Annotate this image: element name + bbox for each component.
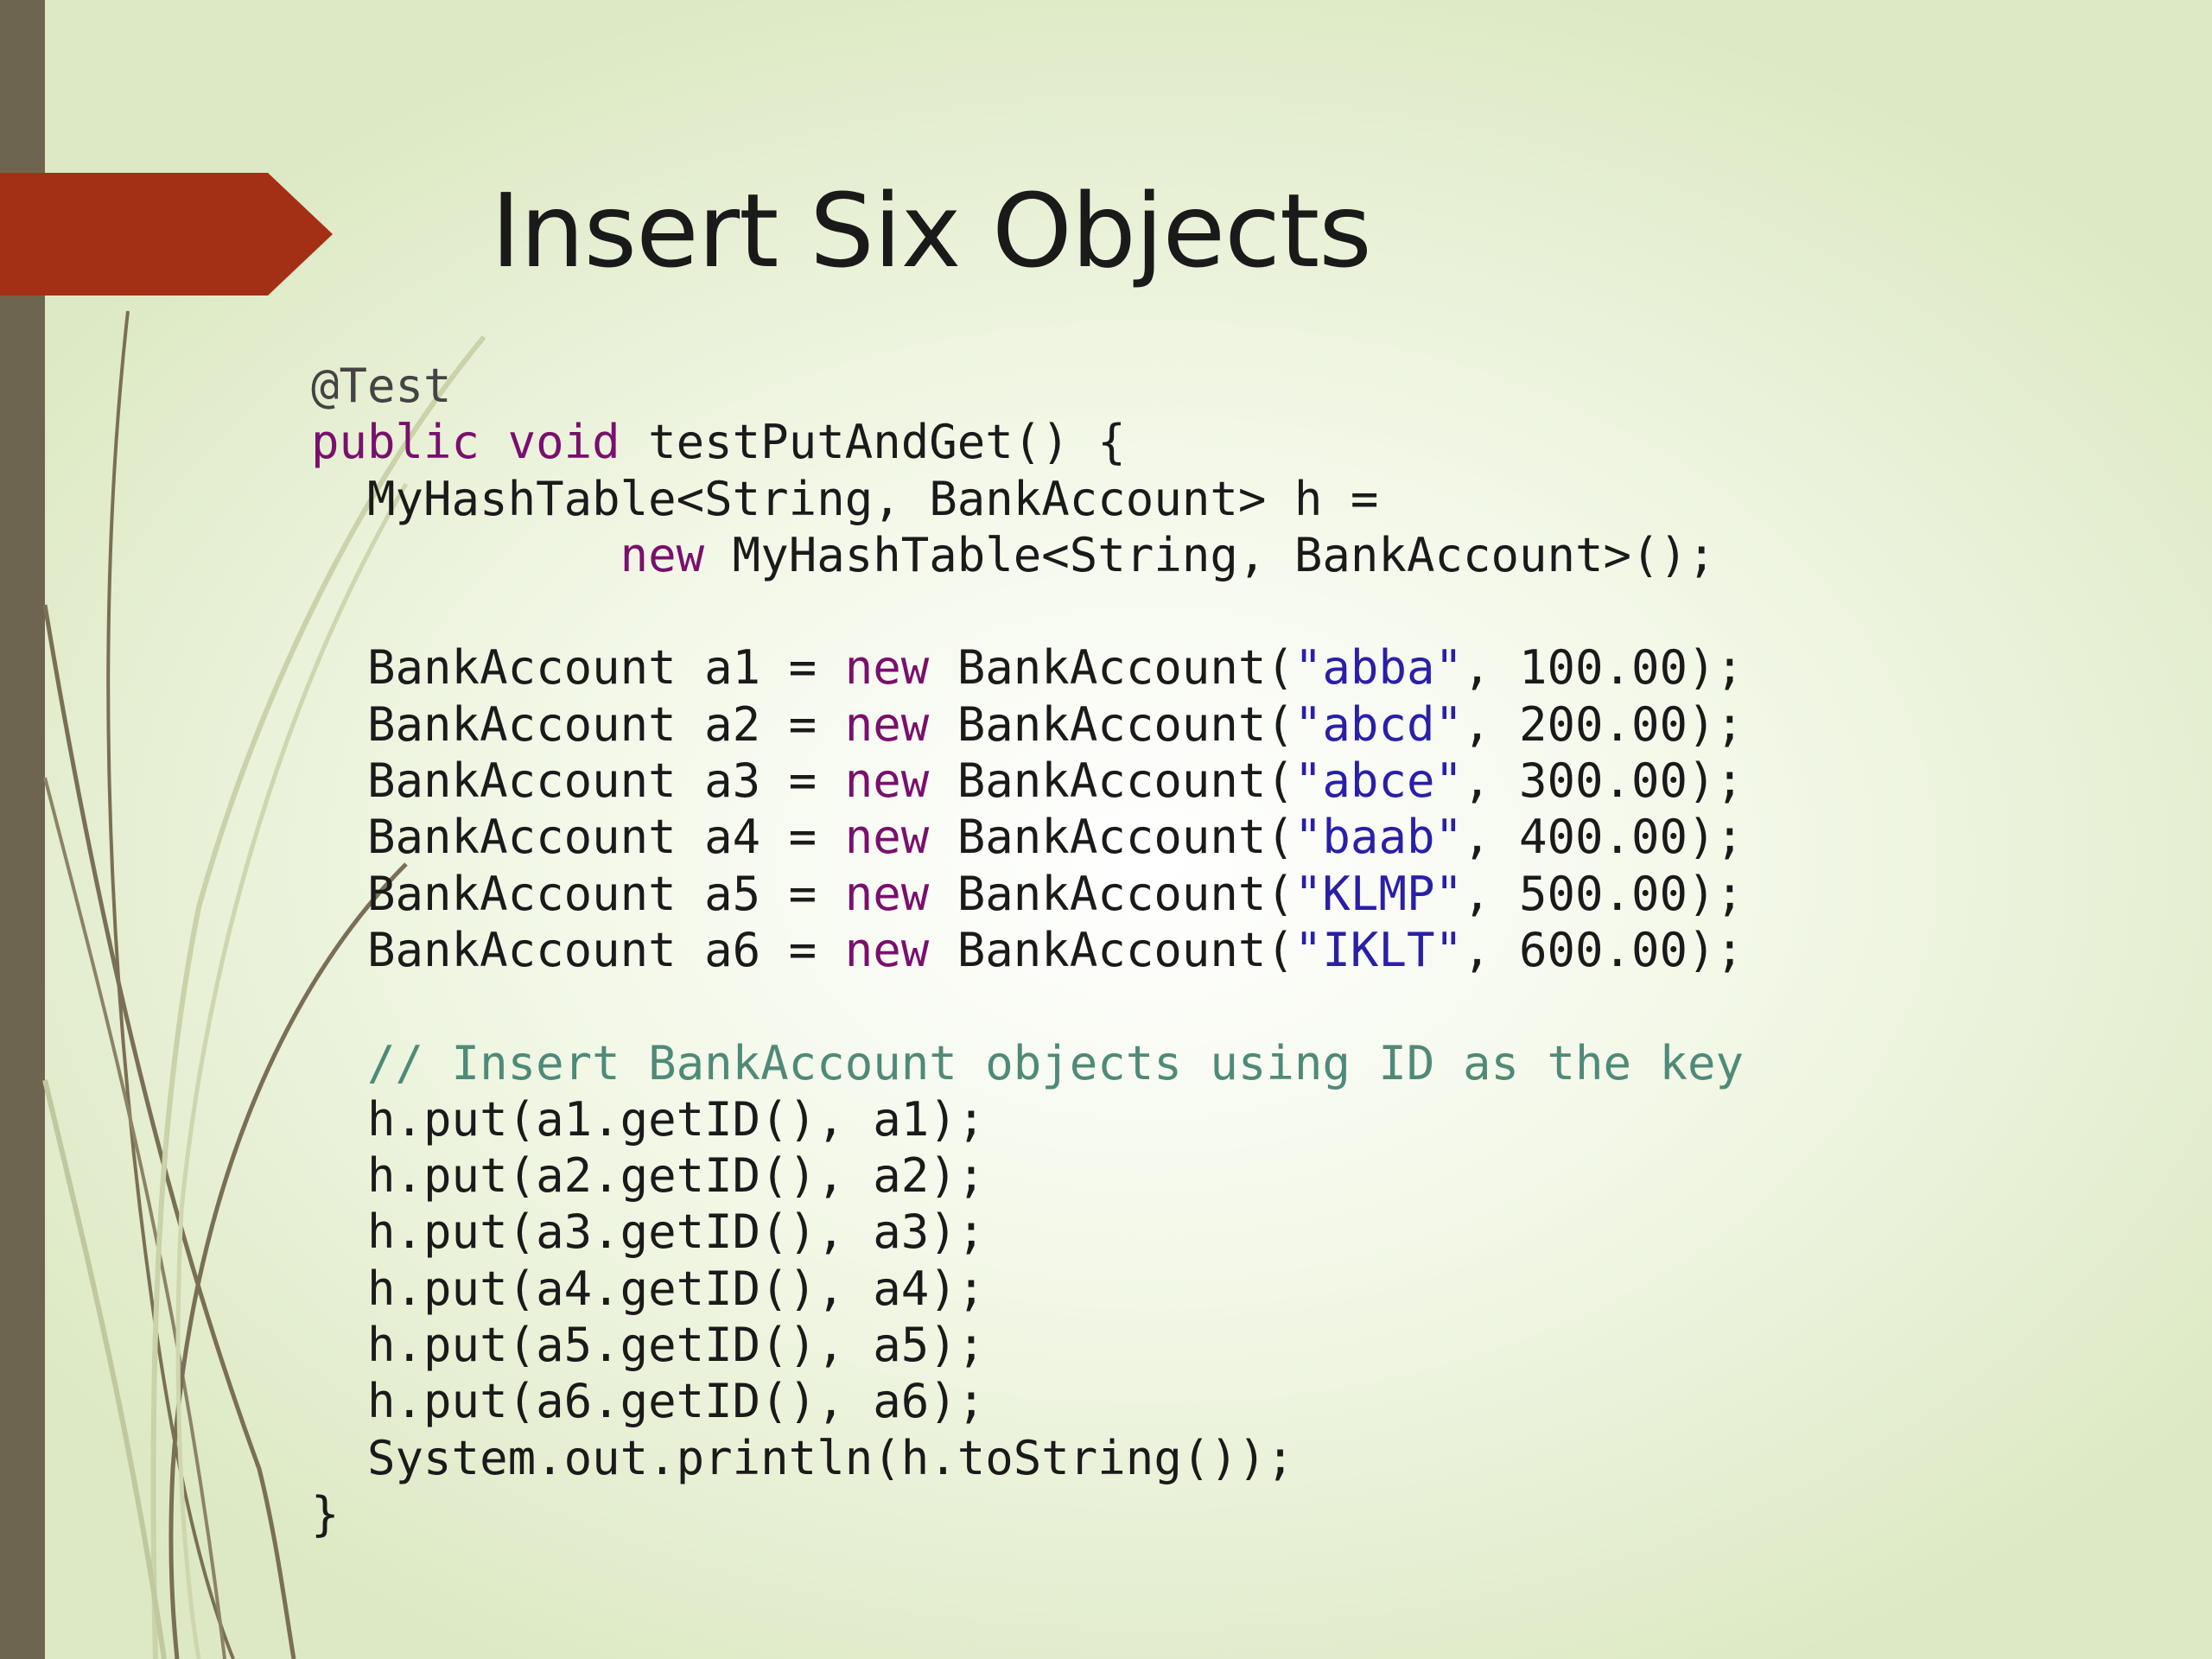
args-rest-token: , 600.00); [1462, 922, 1745, 977]
code-line-print: System.out.println(h.toString()); [311, 1430, 1294, 1485]
code-line-account: BankAccount a3 = new BankAccount("abce",… [311, 753, 1744, 809]
keyword-token: new [844, 922, 930, 977]
keyword-token: new [844, 640, 930, 696]
comment-token: // Insert BankAccount objects using ID a… [311, 1035, 1745, 1090]
code-line-put: h.put(a5.getID(), a5); [311, 1318, 986, 1373]
code-block: @Test public void testPutAndGet() { MyHa… [311, 358, 1744, 1542]
account-decl-token: BankAccount a2 = [311, 696, 845, 752]
code-line-account: BankAccount a4 = new BankAccount("baab",… [311, 809, 1744, 865]
constructor-token: BankAccount( [929, 640, 1294, 696]
code-line-closing-brace: } [311, 1486, 340, 1541]
code-line-put: h.put(a1.getID(), a1); [311, 1091, 986, 1147]
keyword-token: public void [311, 415, 620, 470]
code-line-account: BankAccount a2 = new BankAccount("abcd",… [311, 696, 1744, 753]
code-line-account: BankAccount a6 = new BankAccount("IKLT",… [311, 922, 1744, 978]
args-rest-token: , 200.00); [1462, 696, 1745, 752]
string-token: "IKLT" [1294, 922, 1463, 977]
constructor-token: BankAccount( [929, 866, 1294, 921]
table-new-rest-token: MyHashTable<String, BankAccount>(); [704, 527, 1716, 582]
args-rest-token: , 100.00); [1462, 640, 1745, 696]
args-rest-token: , 500.00); [1462, 866, 1745, 921]
code-line-table-declaration: MyHashTable<String, BankAccount> h = [311, 471, 1744, 527]
args-rest-token: , 400.00); [1462, 810, 1745, 865]
string-token: "KLMP" [1294, 866, 1463, 921]
constructor-token: BankAccount( [929, 696, 1294, 752]
keyword-token: new [844, 810, 930, 865]
string-token: "abcd" [1294, 696, 1463, 752]
method-signature-token: testPutAndGet() { [620, 415, 1126, 470]
decorative-curves [42, 310, 486, 1659]
string-token: "abba" [1294, 640, 1463, 696]
code-line-account: BankAccount a1 = new BankAccount("abba",… [311, 639, 1744, 696]
slide-title: Insert Six Objects [491, 171, 1372, 290]
code-line-put: h.put(a3.getID(), a3); [311, 1205, 986, 1260]
constructor-token: BankAccount( [929, 753, 1294, 809]
code-line-put: h.put(a4.getID(), a4); [311, 1261, 986, 1316]
account-decl-token: BankAccount a3 = [311, 753, 845, 809]
code-line-comment: // Insert BankAccount objects using ID a… [311, 1035, 1744, 1091]
annotation-token: @Test [311, 359, 452, 413]
code-line-table-new: new MyHashTable<String, BankAccount>(); [311, 527, 1744, 583]
code-line-put: h.put(a2.getID(), a2); [311, 1148, 986, 1204]
account-decl-token: BankAccount a1 = [311, 640, 845, 696]
keyword-token: new [844, 753, 930, 809]
constructor-token: BankAccount( [929, 922, 1294, 977]
code-line-put: h.put(a6.getID(), a6); [311, 1374, 986, 1429]
code-line-method-signature: public void testPutAndGet() { [311, 414, 1744, 470]
string-token: "baab" [1294, 810, 1463, 865]
title-arrow-shape [0, 173, 333, 296]
code-line-blank [311, 978, 1744, 1034]
args-rest-token: , 300.00); [1462, 753, 1745, 809]
account-decl-token: BankAccount a5 = [311, 866, 845, 921]
code-line-account: BankAccount a5 = new BankAccount("KLMP",… [311, 866, 1744, 922]
code-line-blank [311, 583, 1744, 639]
table-declaration-token: MyHashTable<String, BankAccount> h = [311, 471, 1379, 526]
keyword-token: new [620, 527, 705, 582]
string-token: "abce" [1294, 753, 1463, 809]
code-line-annotation: @Test [311, 358, 1744, 414]
account-decl-token: BankAccount a6 = [311, 922, 845, 977]
account-decl-token: BankAccount a4 = [311, 810, 845, 865]
indent-token [311, 528, 620, 582]
keyword-token: new [844, 696, 930, 752]
constructor-token: BankAccount( [929, 810, 1294, 865]
keyword-token: new [844, 866, 930, 921]
